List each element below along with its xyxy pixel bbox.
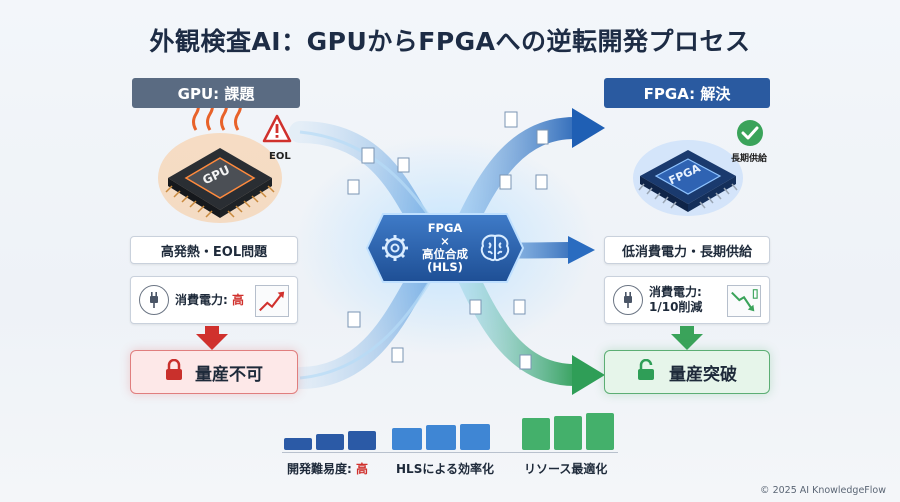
trend-down-icon (727, 285, 761, 317)
document-icon (347, 111, 549, 370)
result-label: 量産突破 (669, 364, 737, 385)
power-label: 消費電力: (649, 285, 702, 299)
power-value: 1/10削減 (649, 300, 703, 314)
power-label: 消費電力: (175, 292, 232, 307)
plug-icon (139, 285, 169, 315)
fpga-solution-box: 低消費電力・長期供給 (604, 236, 770, 264)
gpu-issue-box: 高発熱・EOL問題 (130, 236, 298, 264)
unlock-icon (637, 358, 657, 386)
fpga-power-box: 消費電力:1/10削減 (604, 276, 770, 324)
mass-production-blocked: 量産不可 (130, 350, 298, 394)
trend-up-icon (255, 285, 289, 317)
hub-line-2: × (440, 234, 450, 248)
supply-label: 長期供給 (731, 154, 768, 164)
legend-resource-optimization: リソース最適化 (524, 462, 608, 476)
plug-icon (613, 285, 643, 315)
gpu-power-box: 消費電力: 高 (130, 276, 298, 324)
gear-icon (382, 235, 408, 261)
legend-divider (282, 452, 618, 453)
fpga-hls-hub: FPGA × 高位合成 (HLS) (365, 212, 525, 284)
gpu-header: GPU: 課題 (132, 78, 300, 108)
warning-icon (262, 114, 292, 143)
legend-difficulty: 開発難易度: 高 (287, 462, 368, 476)
mass-production-breakthrough: 量産突破 (604, 350, 770, 394)
page-title: 外観検査AI：GPUからFPGAへの逆転開発プロセス (149, 27, 751, 56)
lock-icon (165, 358, 183, 386)
legend-hls-efficiency: HLSによる効率化 (396, 462, 494, 476)
hub-line-3: 高位合成 (422, 247, 468, 261)
hub-line-1: FPGA (427, 221, 463, 235)
eol-label: EOL (269, 151, 291, 162)
power-value: 高 (231, 292, 244, 307)
copyright: © 2025 AI KnowledgeFlow (760, 485, 886, 496)
check-icon (737, 120, 763, 146)
result-label: 量産不可 (195, 364, 263, 385)
hub-line-4: (HLS) (427, 260, 463, 274)
brain-icon (480, 234, 510, 262)
fpga-header: FPGA: 解決 (604, 78, 770, 108)
